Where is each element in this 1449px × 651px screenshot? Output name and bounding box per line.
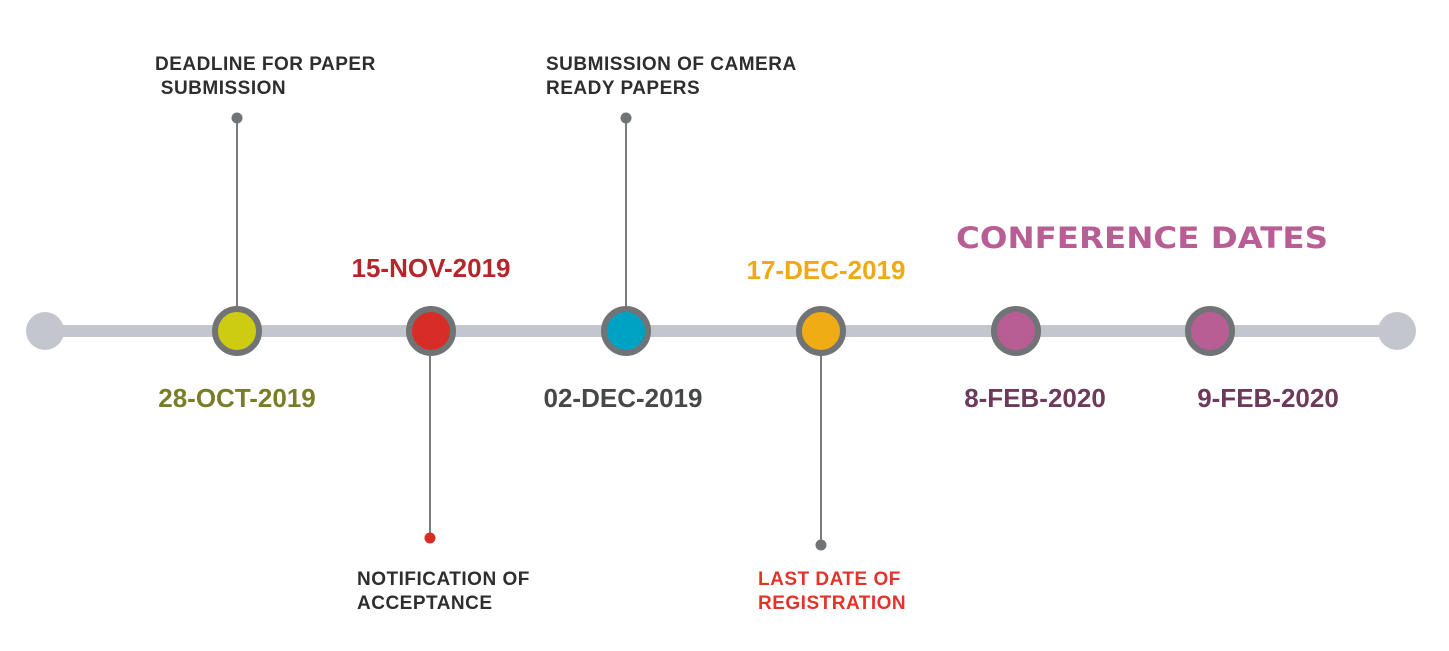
milestone-node — [212, 306, 262, 356]
milestone-label: SUBMISSION — [155, 78, 286, 99]
milestone-label: READY PAPERS — [546, 78, 700, 99]
connector-dot — [231, 112, 243, 124]
timeline-track — [45, 325, 1397, 337]
connector-dot — [620, 112, 632, 124]
connector-dot — [424, 532, 436, 544]
milestone-date: 15-NOV-2019 — [352, 253, 511, 283]
milestone-date: 17-DEC-2019 — [747, 255, 906, 285]
milestone-node — [991, 306, 1041, 356]
track-start-cap — [26, 312, 64, 350]
connector-dot — [815, 539, 827, 551]
milestone-label: ACCEPTANCE — [357, 593, 493, 614]
milestone-node — [406, 306, 456, 356]
track-end-cap — [1378, 312, 1416, 350]
milestone-label: SUBMISSION OF CAMERA — [546, 54, 797, 75]
milestone-node — [1185, 306, 1235, 356]
milestone-date: 28-OCT-2019 — [158, 383, 316, 413]
conference-dates-heading: CONFERENCE DATES — [956, 221, 1328, 255]
milestone-date: 02-DEC-2019 — [544, 383, 703, 413]
milestone-label: LAST DATE OF — [758, 569, 901, 590]
milestone-date: 8-FEB-2020 — [964, 383, 1106, 413]
milestone-date: 9-FEB-2020 — [1197, 383, 1339, 413]
milestone-label: REGISTRATION — [758, 593, 906, 614]
milestone-node — [796, 306, 846, 356]
milestone-label: DEADLINE FOR PAPER — [155, 54, 376, 75]
milestone-node — [601, 306, 651, 356]
milestone-label: NOTIFICATION OF — [357, 569, 530, 590]
